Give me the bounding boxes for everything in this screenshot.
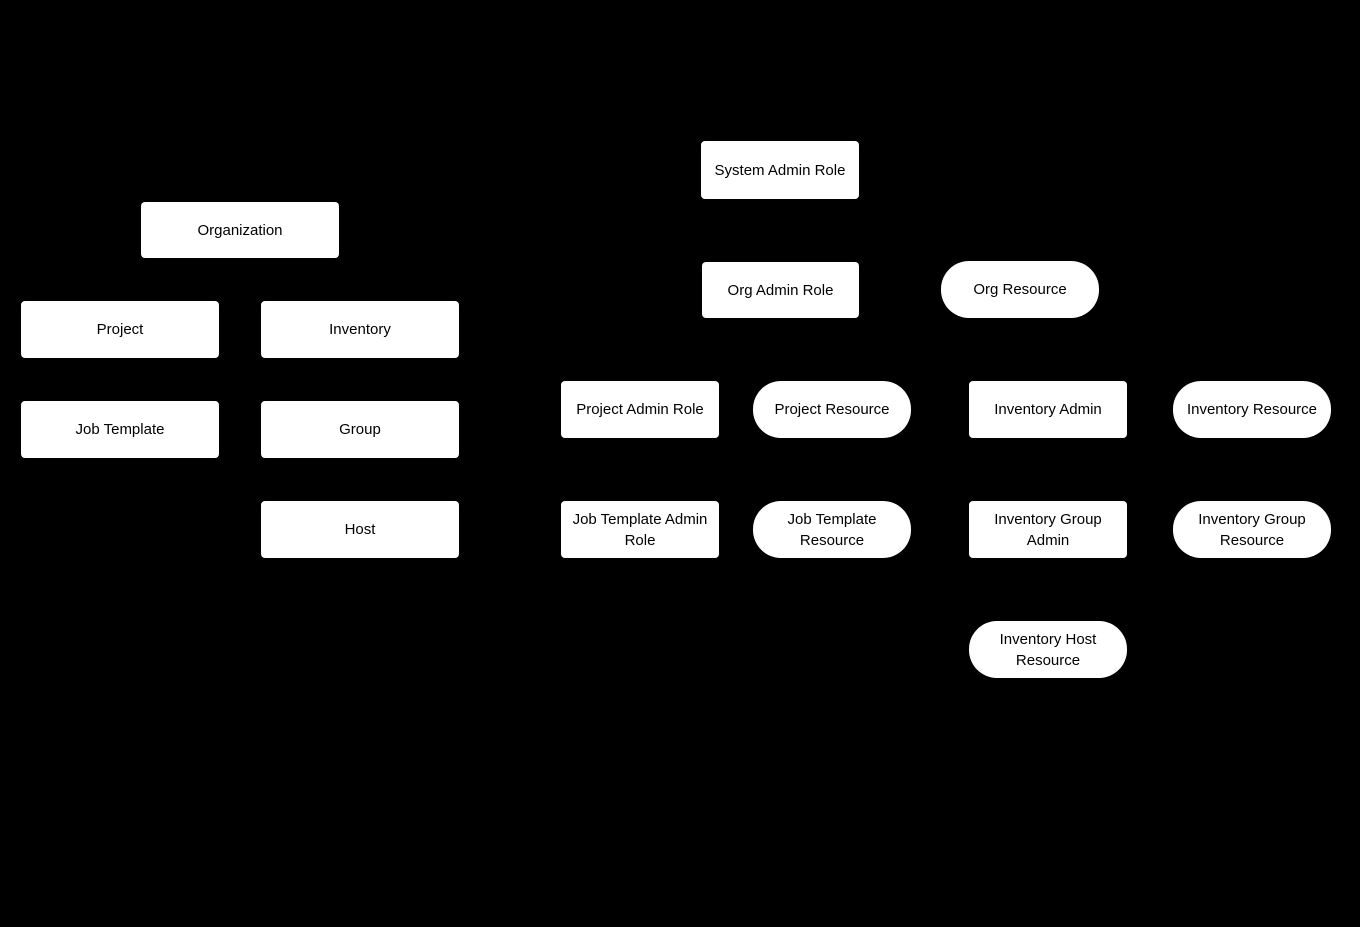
node-inventory-group-resource: Inventory Group Resource (1173, 501, 1331, 558)
node-inventory-group-admin: Inventory Group Admin (969, 501, 1127, 558)
node-org-resource: Org Resource (941, 261, 1099, 318)
node-group: Group (261, 401, 459, 458)
node-inventory-resource: Inventory Resource (1173, 381, 1331, 438)
node-project-resource: Project Resource (753, 381, 911, 438)
node-system-admin-role: System Admin Role (701, 141, 859, 199)
node-host: Host (261, 501, 459, 558)
node-inventory-host-resource: Inventory Host Resource (969, 621, 1127, 678)
node-inventory: Inventory (261, 301, 459, 358)
node-project: Project (21, 301, 219, 358)
node-job-template-admin-role: Job Template Admin Role (561, 501, 719, 558)
node-inventory-admin: Inventory Admin (969, 381, 1127, 438)
node-org-admin-role: Org Admin Role (702, 262, 859, 318)
node-organization: Organization (141, 202, 339, 258)
node-project-admin-role: Project Admin Role (561, 381, 719, 438)
node-job-template: Job Template (21, 401, 219, 458)
node-job-template-resource: Job Template Resource (753, 501, 911, 558)
